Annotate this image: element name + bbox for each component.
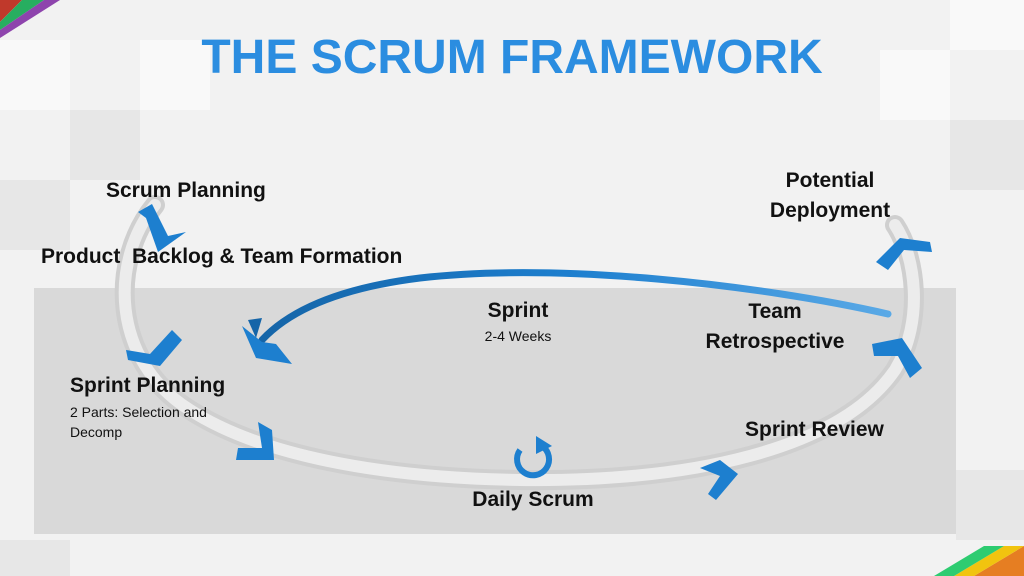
chevron-arrow-icon [700, 460, 738, 500]
bg-tile [950, 0, 1024, 50]
bg-tile [950, 120, 1024, 190]
bg-tile [956, 470, 1024, 540]
label-scrum-planning: Scrum Planning [106, 179, 266, 202]
label-sprint-duration: 2-4 Weeks [484, 328, 552, 344]
label-sprint-review: Sprint Review [745, 418, 884, 441]
label-sprint-planning: Sprint Planning [70, 374, 226, 397]
label-potential-deployment-line2: Deployment [769, 199, 891, 222]
bg-tile [0, 40, 70, 110]
bg-tile [880, 50, 950, 120]
bg-tile [70, 110, 140, 180]
corner-accent-bottom-right [934, 546, 1024, 576]
bg-tile [0, 540, 70, 576]
label-daily-scrum: Daily Scrum [472, 488, 594, 511]
chevron-arrow-icon [876, 238, 932, 270]
label-team-retrospective-line2: Retrospective [705, 330, 845, 353]
curved-return-arrow-icon [242, 269, 892, 364]
bg-tile [140, 40, 210, 110]
label-team-retrospective-line1: Team [748, 300, 802, 323]
page-title: THE SCRUM FRAMEWORK [201, 31, 823, 84]
chevron-arrow-icon [236, 422, 274, 460]
label-product-backlog: Product Backlog & Team Formation [41, 245, 403, 268]
corner-accent-top-left [0, 0, 60, 38]
chevron-arrow-icon [872, 338, 922, 378]
label-sprint-planning-detail: 2 Parts: Selection and Decomp [70, 404, 207, 440]
label-sprint: Sprint [487, 299, 549, 322]
refresh-icon [514, 436, 553, 479]
bg-tile [0, 180, 70, 250]
label-potential-deployment-line1: Potential [785, 169, 875, 192]
chevron-arrow-icon [126, 330, 182, 366]
chevron-arrow-icon [138, 204, 186, 252]
